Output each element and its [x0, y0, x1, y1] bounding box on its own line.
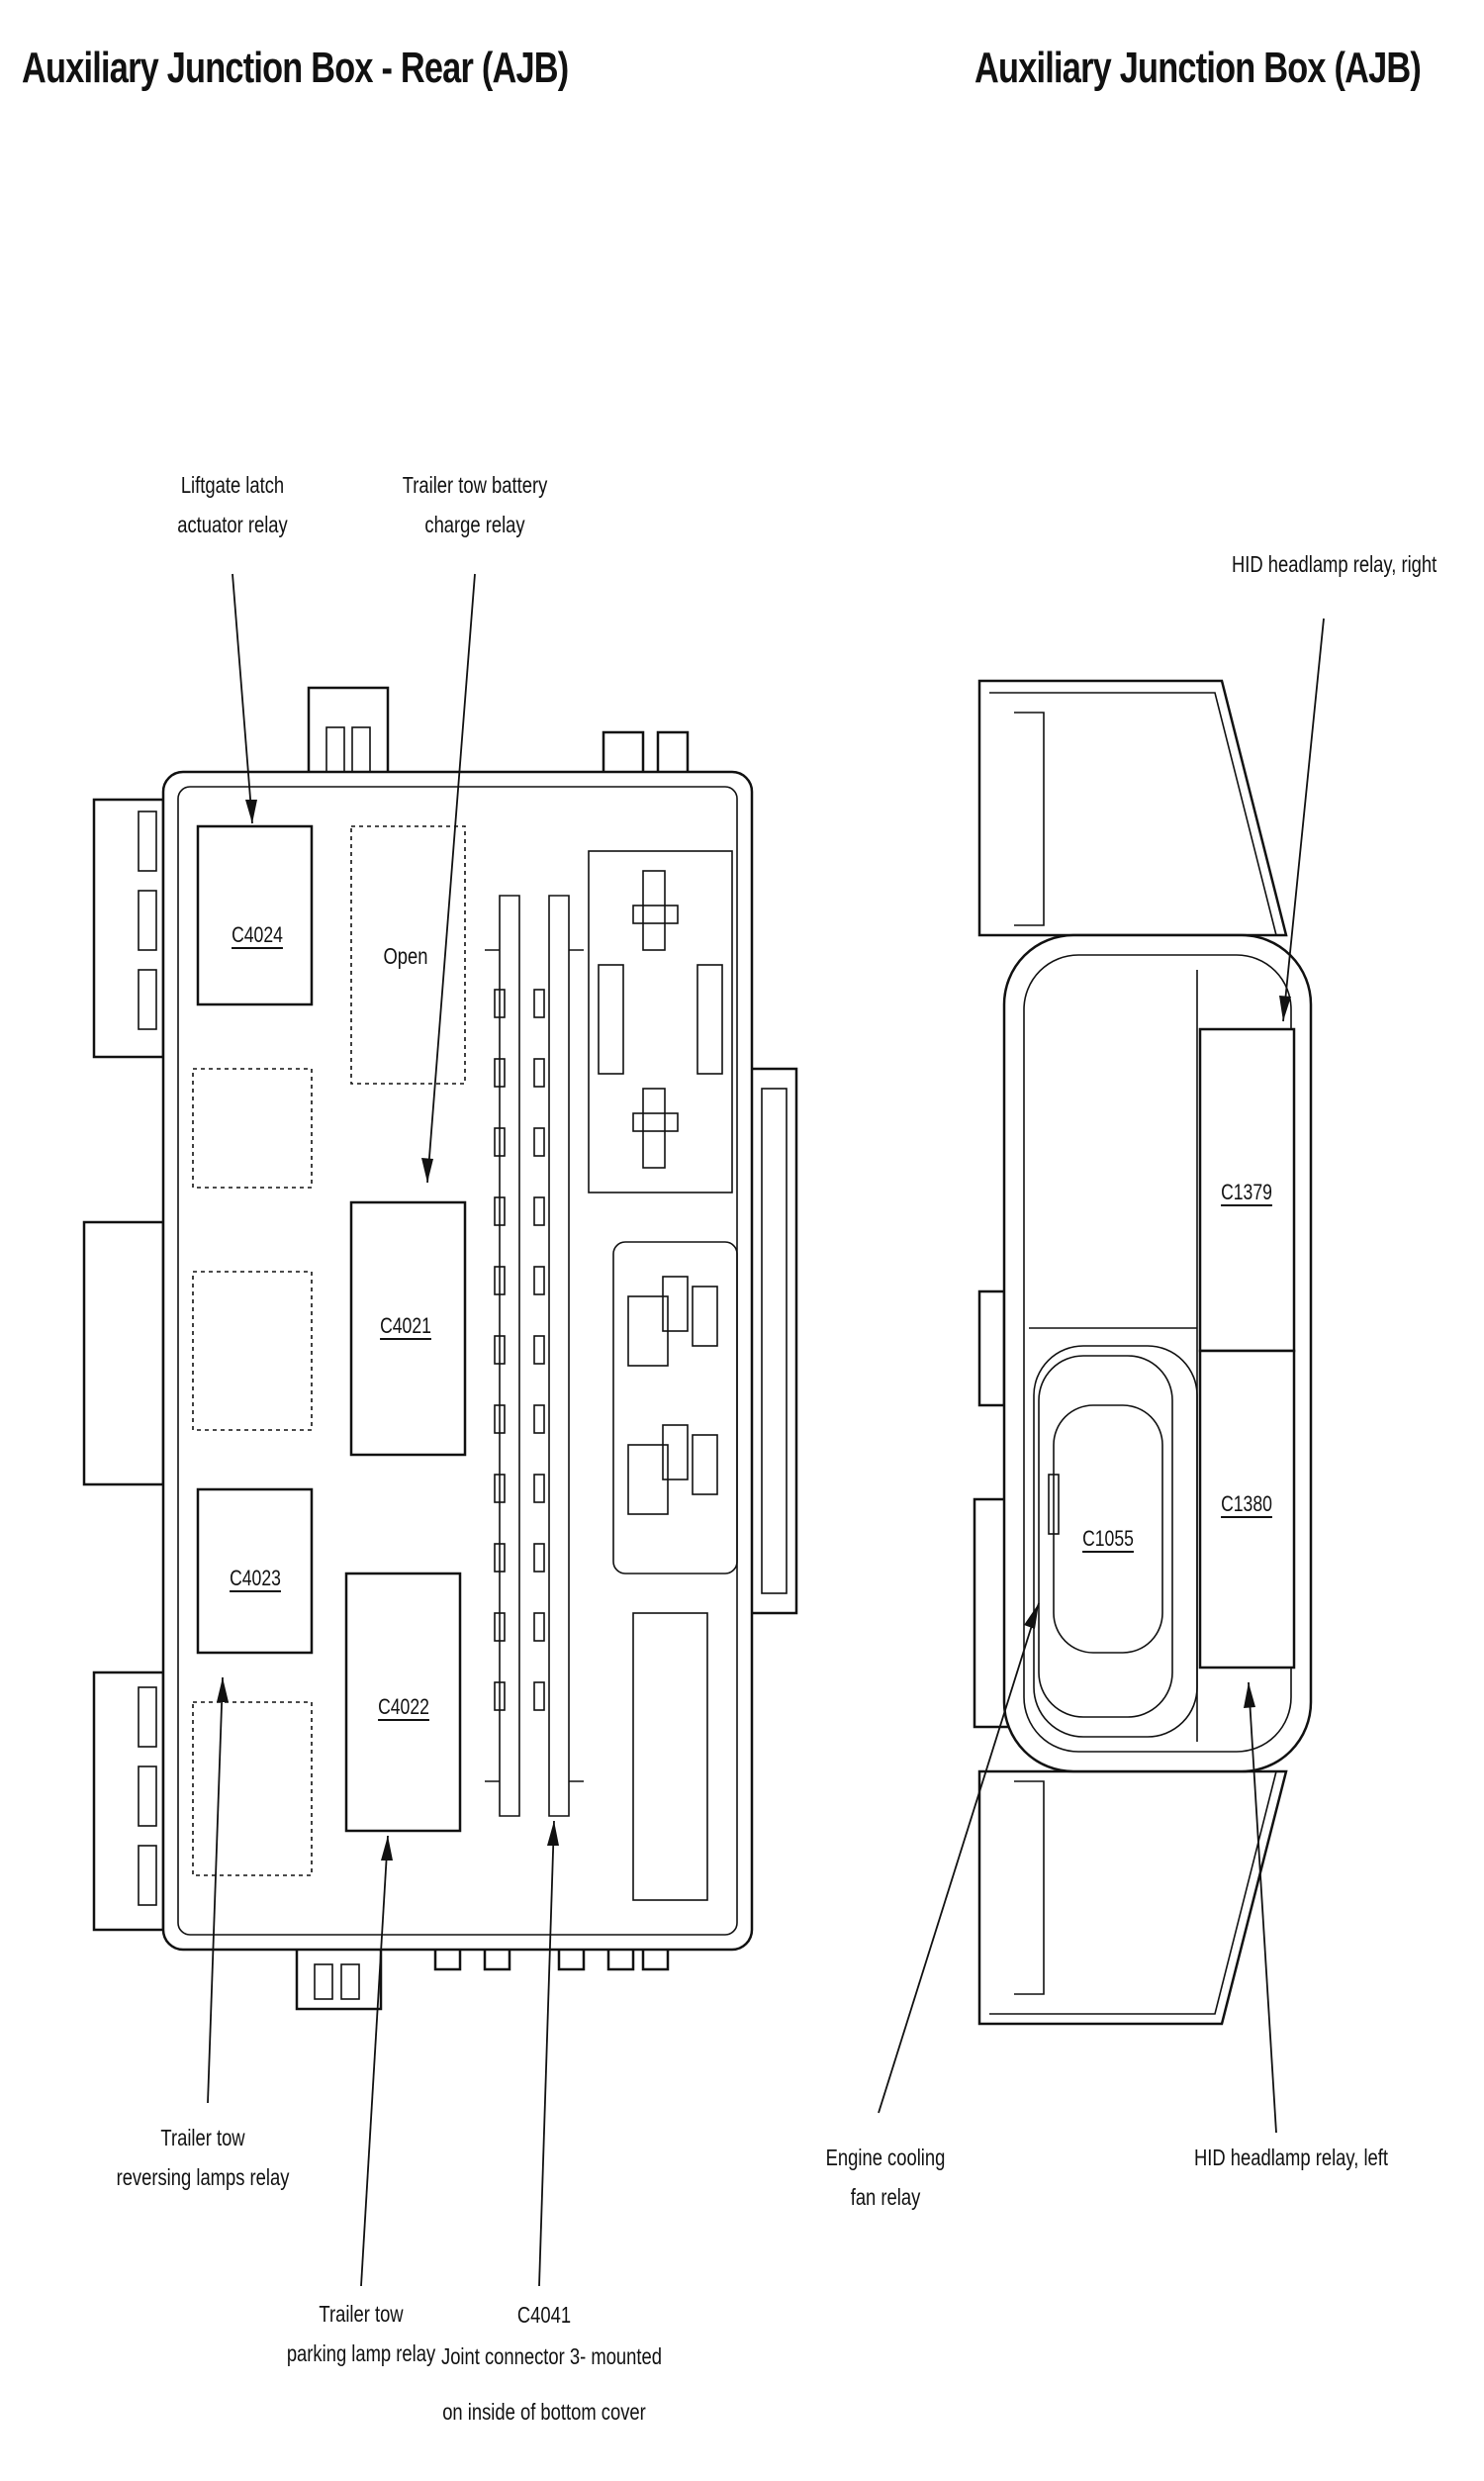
leader-parking	[360, 1835, 389, 2287]
leader-hid-left	[1248, 1681, 1277, 2134]
relay-c1055-label: C1055	[1082, 1526, 1134, 1551]
ajb-housing	[973, 679, 1313, 2026]
leader-hid-right	[1282, 618, 1325, 1022]
top-tab-left	[307, 686, 390, 779]
relay-c4022-label: C4022	[378, 1694, 429, 1719]
left-side-connector-2	[82, 1220, 165, 1486]
callout-parking: Trailer tow parking lamp relay	[286, 2301, 436, 2366]
callout-reversing: Trailer tow reversing lamps relay	[116, 2125, 290, 2190]
joint-connector-strip-left	[499, 895, 520, 1817]
relay-c1055-box	[1053, 1404, 1163, 1654]
title-ajb: Auxiliary Junction Box (AJB)	[974, 44, 1422, 92]
left-side-connector-1	[92, 798, 165, 1059]
leader-joint	[538, 1820, 555, 2287]
title-rear-ajb: Auxiliary Junction Box - Rear (AJB)	[22, 44, 569, 92]
relay-c4022-box	[344, 1572, 462, 1833]
callout-joint-connector: C4041 Joint connector 3- mounted on insi…	[441, 2302, 662, 2425]
callout-cooling-fan: Engine cooling fan relay	[825, 2145, 946, 2210]
relay-c4021-label: C4021	[380, 1313, 431, 1338]
leader-cooling-fan	[878, 1602, 1040, 2114]
callout-battery-charge: Trailer tow battery charge relay	[402, 472, 548, 537]
relay-c1380-label: C1380	[1221, 1491, 1272, 1516]
top-tab-mid	[602, 730, 645, 779]
relay-c1380-box	[1198, 1349, 1296, 1670]
relay-socket-block	[612, 1241, 738, 1574]
leader-liftgate	[232, 573, 253, 824]
relay-c1379-label: C1379	[1221, 1180, 1272, 1204]
ajb-bottom-flange	[977, 1769, 1288, 2026]
bottom-tab-left	[295, 1943, 383, 2011]
leader-battery-charge	[426, 573, 476, 1184]
callout-liftgate: Liftgate latch actuator relay	[177, 472, 288, 537]
top-tab-right	[656, 730, 690, 779]
callout-hid-left: HID headlamp relay, left	[1193, 2145, 1388, 2170]
relay-c4021-box	[349, 1200, 467, 1457]
relay-open-label: Open	[383, 943, 428, 969]
empty-slot	[632, 1612, 708, 1901]
joint-connector-strip-right	[548, 895, 570, 1817]
leader-reversing	[207, 1676, 224, 2104]
fuse-block-upper	[588, 850, 733, 1193]
relay-c4024-label: C4024	[232, 922, 283, 947]
left-side-connector-3	[92, 1670, 165, 1932]
relay-c4023-box	[196, 1487, 314, 1655]
ajb-top-flange	[977, 679, 1288, 937]
relay-c4024-box	[196, 824, 314, 1006]
relay-c4023-label: C4023	[230, 1566, 281, 1590]
callout-hid-right: HID headlamp relay, right	[1232, 551, 1438, 577]
right-side-connector	[745, 1067, 798, 1615]
